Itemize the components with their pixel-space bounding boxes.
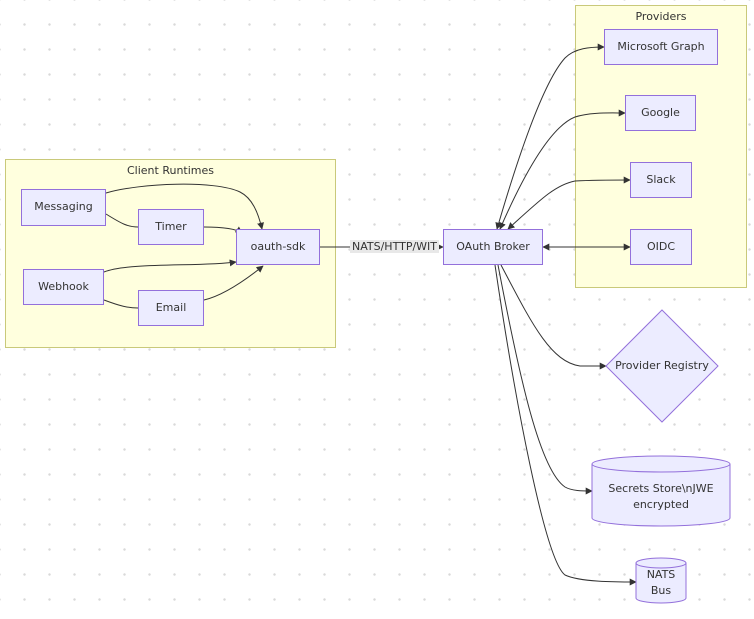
edge-messaging-timer: [105, 213, 139, 228]
email-node[interactable]: Email: [138, 290, 204, 326]
edge-broker-secrets: [497, 264, 593, 495]
nats-bus-shape: [635, 557, 687, 604]
secrets-store-node[interactable]: Secrets Store\nJWE encrypted: [596, 478, 726, 516]
provider-registry-label: Provider Registry: [615, 358, 709, 372]
google-label: Google: [641, 105, 680, 119]
oauth-sdk-label: oauth-sdk: [250, 239, 306, 253]
slack-node[interactable]: Slack: [630, 162, 692, 198]
edge-broker-google: [499, 109, 626, 230]
oidc-node[interactable]: OIDC: [630, 229, 692, 265]
providers-cluster-title: Providers: [635, 10, 687, 23]
webhook-node[interactable]: Webhook: [23, 269, 104, 305]
nats-bus-node[interactable]: NATS Bus: [636, 568, 686, 598]
edge-webhook-email: [103, 299, 139, 309]
timer-label: Timer: [155, 219, 187, 233]
edge-webhook-sdk: [103, 259, 237, 273]
secrets-store-shape: [591, 455, 731, 527]
edge-broker-nats: [494, 264, 637, 586]
edge-broker-registry: [500, 264, 607, 370]
oauth-sdk-node[interactable]: oauth-sdk: [236, 229, 320, 265]
slack-label: Slack: [646, 172, 676, 186]
edge-broker-slack: [507, 176, 631, 230]
email-label: Email: [155, 300, 187, 314]
timer-node[interactable]: Timer: [138, 209, 204, 245]
microsoft-graph-label: Microsoft Graph: [617, 39, 705, 53]
oauth-broker-label: OAuth Broker: [456, 239, 530, 253]
provider-registry-node[interactable]: Provider Registry: [606, 352, 718, 380]
secrets-store-label: Secrets Store\nJWE encrypted: [608, 481, 714, 512]
sdk-broker-edge-label: NATS/HTTP/WIT: [350, 240, 440, 253]
google-node[interactable]: Google: [625, 95, 696, 131]
client-runtimes-cluster-title: Client Runtimes: [126, 164, 215, 177]
provider-registry-shape: [605, 309, 719, 423]
messaging-node[interactable]: Messaging: [21, 189, 106, 226]
oauth-broker-node[interactable]: OAuth Broker: [443, 229, 543, 265]
messaging-label: Messaging: [34, 200, 93, 214]
microsoft-graph-node[interactable]: Microsoft Graph: [604, 29, 718, 65]
nats-bus-label: NATS Bus: [646, 567, 676, 598]
edge-messaging-sdk: [105, 183, 264, 230]
oidc-label: OIDC: [646, 239, 676, 253]
webhook-label: Webhook: [38, 279, 89, 293]
edge-email-sdk: [203, 265, 264, 301]
